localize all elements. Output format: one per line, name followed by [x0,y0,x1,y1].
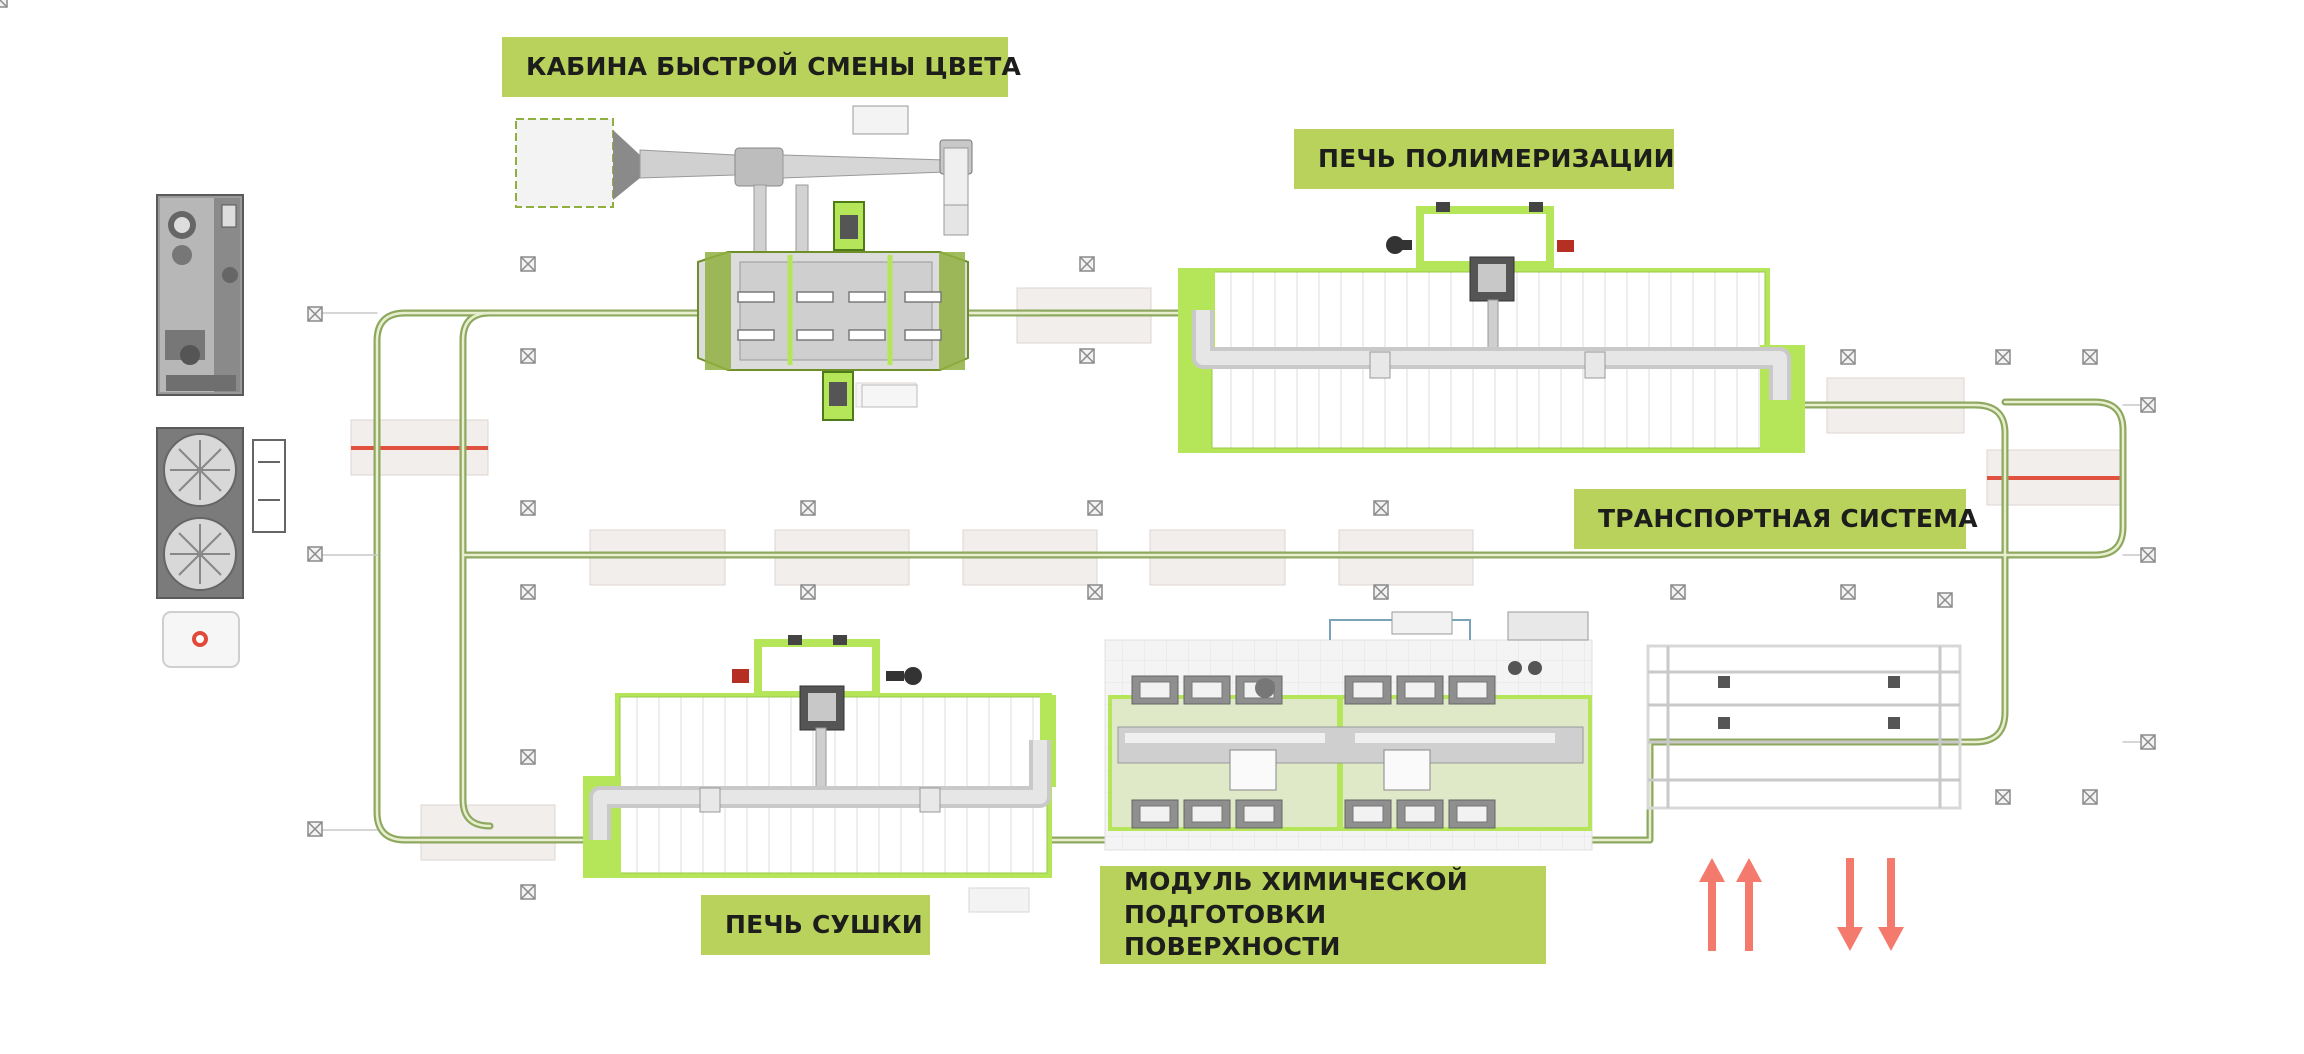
conveyor-track [315,309,2151,844]
pretreatment-module [1104,611,1593,851]
direction-arrows [1699,858,1904,951]
floor-pads [350,287,2122,913]
curing-oven [1178,202,1805,453]
drying-oven [583,635,1056,878]
fan-unit [156,427,286,599]
arrow-up-icon [1736,858,1762,951]
label-pretreatment-line1: МОДУЛЬ ХИМИЧЕСКОЙ [1124,867,1468,897]
label-pretreatment: МОДУЛЬ ХИМИЧЕСКОЙ ПОДГОТОВКИ ПОВЕРХНОСТИ [1100,866,1546,964]
arrow-up-icon [1699,858,1725,951]
label-pretreatment-line2: ПОДГОТОВКИ ПОВЕРХНОСТИ [1124,899,1341,962]
chiller-unit [156,194,244,396]
support-anchors [0,0,2156,900]
arrow-down-icon [1837,858,1863,951]
label-curing-oven: ПЕЧЬ ПОЛИМЕРИЗАЦИИ [1294,129,1675,189]
loading-station [1646,644,1962,810]
color-booth [515,105,973,421]
label-color-booth: КАБИНА БЫСТРОЙ СМЕНЫ ЦВЕТА [502,37,1021,97]
arrow-down-icon [1878,858,1904,951]
label-conveyor: ТРАНСПОРТНАЯ СИСТЕМА [1574,489,1978,549]
tank [162,611,240,668]
label-drying-oven: ПЕЧЬ СУШКИ [701,895,930,955]
